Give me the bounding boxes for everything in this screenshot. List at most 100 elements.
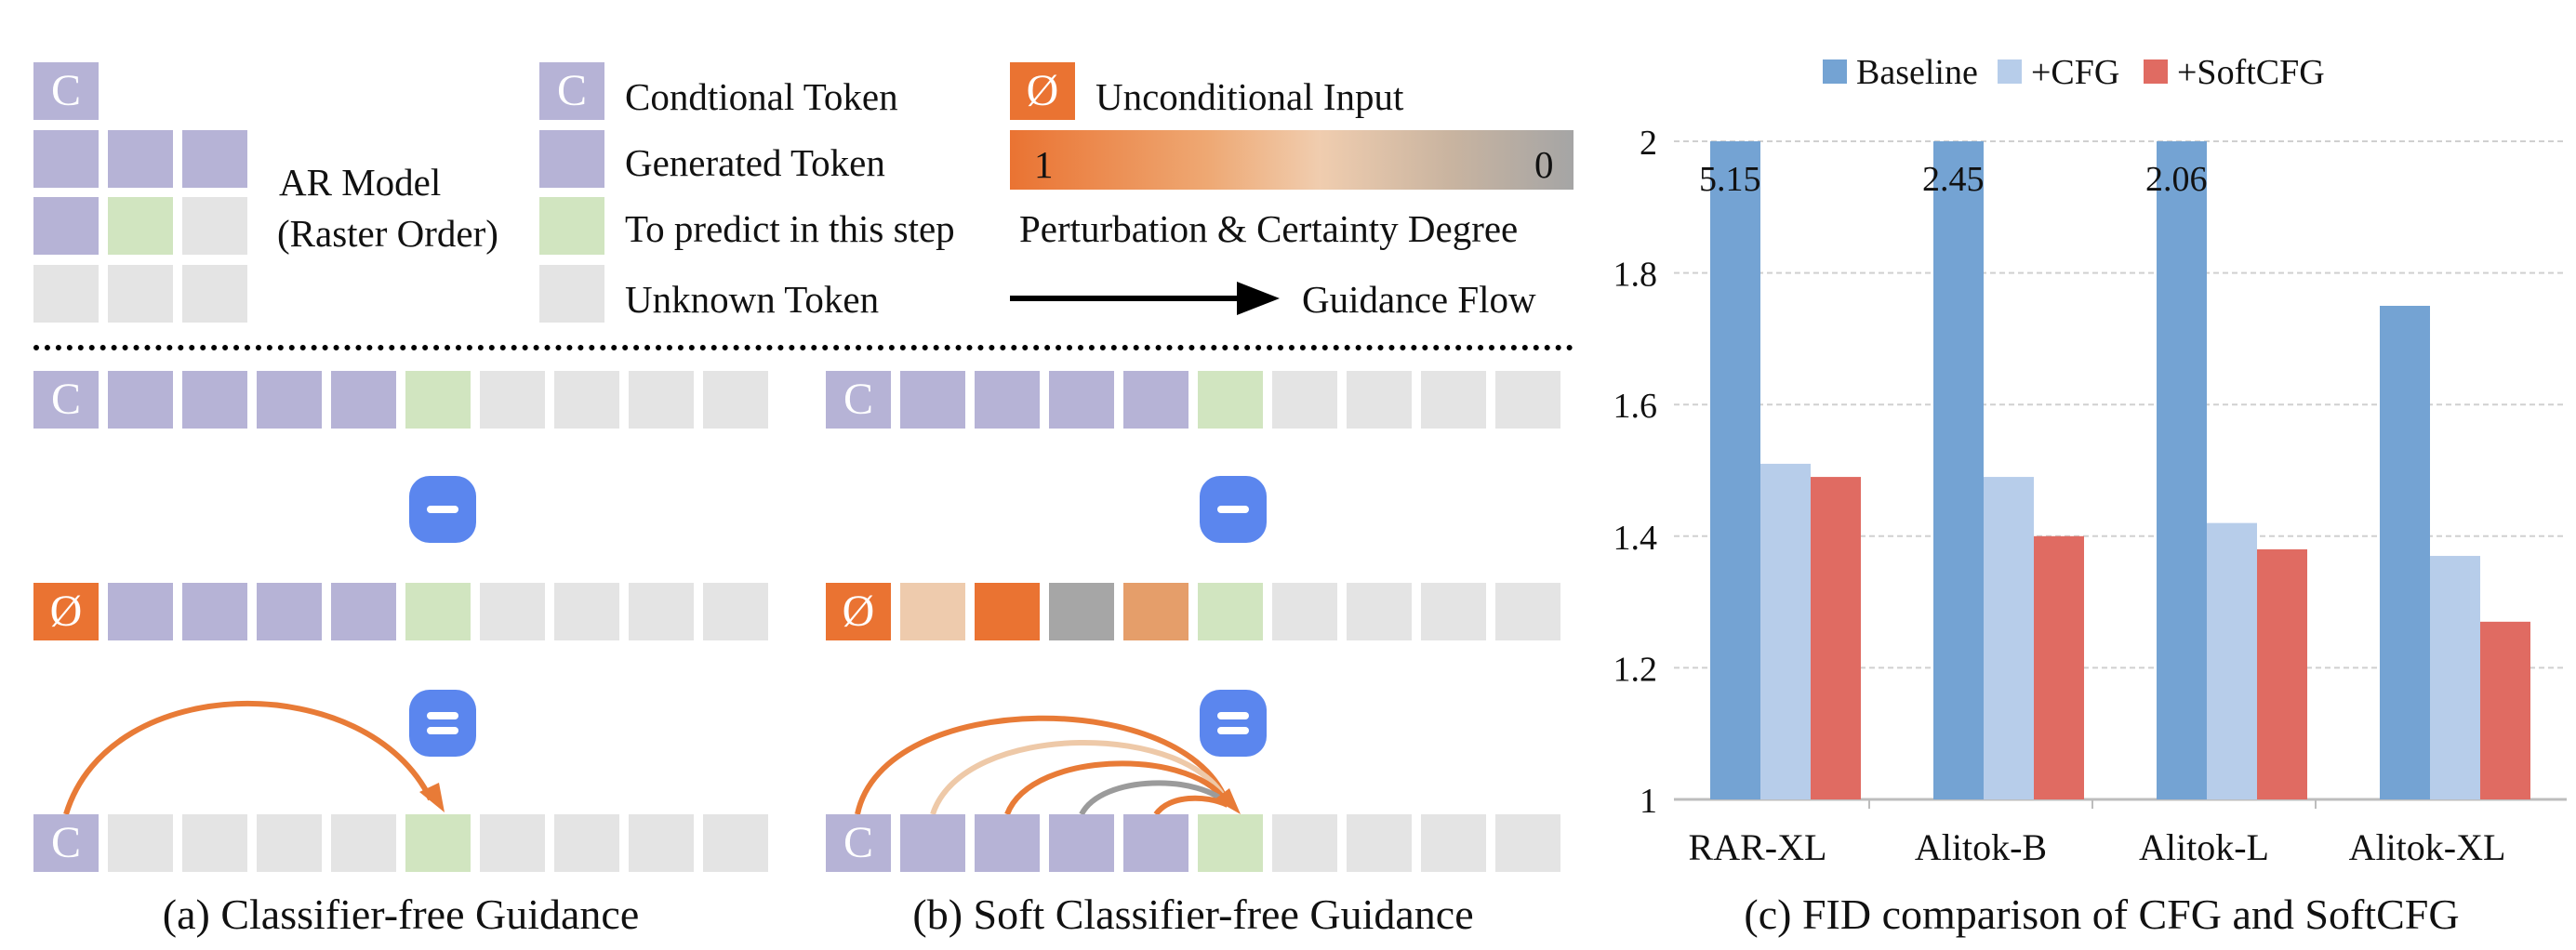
softcfg-result-row-token: [900, 814, 965, 872]
softcfg-result-row-token: [1421, 814, 1486, 872]
bar-softcfg: [2257, 548, 2307, 799]
legend-unknown-swatch: [539, 265, 604, 323]
guidance-flow-label: Guidance Flow: [1302, 278, 1536, 321]
legend-conditional-label: Condtional Token: [625, 75, 898, 118]
cfg-uncond-row-unconditional-token: Ø: [33, 583, 99, 640]
softcfg-uncond-row-predict-token: [1198, 583, 1263, 640]
section-divider: [33, 345, 1573, 350]
x-tick-label: Alitok-B: [1915, 826, 2047, 868]
softcfg-cond-row-token: [1347, 371, 1412, 429]
bar-cfg: [1760, 463, 1811, 799]
y-tick-label: 1.4: [1613, 519, 1658, 558]
fid-comparison-chart: 11.21.41.61.825.15RAR-XL2.45Alitok-B2.06…: [1613, 53, 2567, 868]
minus-operator-icon: [1200, 476, 1267, 543]
cfg-cond-row-token: [257, 371, 322, 429]
bar-baseline: [1933, 141, 1984, 799]
cfg-uncond-row-token: [703, 583, 768, 640]
cfg-cond-row-token: [331, 371, 396, 429]
x-tick-label: Alitok-L: [2139, 826, 2269, 868]
cfg-uncond-row-token: [480, 583, 545, 640]
bar-value-label: 2.06: [2145, 160, 2208, 199]
cfg-result-row-token: [257, 814, 322, 872]
softcfg-uncond-row-token: [1421, 583, 1486, 640]
softcfg-uncond-row-token: [1272, 583, 1337, 640]
cfg-uncond-row-predict-token: [405, 583, 471, 640]
softcfg-guidance-arrows-icon: [855, 715, 1241, 816]
softcfg-cond-row-token: [1495, 371, 1560, 429]
guidance-flow-arrow-icon: [1010, 282, 1280, 315]
legend-unknown-label: Unknown Token: [625, 278, 880, 321]
bar-baseline: [1710, 141, 1760, 799]
legend-predict-label: To predict in this step: [625, 207, 955, 250]
softcfg-uncond-row-perturbed-token: [900, 583, 965, 640]
cfg-result-row-token: [182, 814, 247, 872]
softcfg-result-row-predict-token: [1198, 814, 1263, 872]
gradient-max-label: 1: [1034, 143, 1054, 186]
legend-grid-conditional-token: C: [33, 62, 99, 120]
bar-baseline: [2380, 306, 2430, 799]
gradient-min-label: 0: [1534, 143, 1554, 186]
bar-baseline: [2157, 141, 2207, 799]
legend-grid-token: [108, 130, 173, 188]
cfg-cond-row-token: [554, 371, 619, 429]
softcfg-cond-row-token: [975, 371, 1040, 429]
softcfg-result-row-token: [975, 814, 1040, 872]
cfg-cond-row-token: [182, 371, 247, 429]
softcfg-cond-row-predict-token: [1198, 371, 1263, 429]
cfg-uncond-row-token: [629, 583, 694, 640]
cfg-result-row-conditional-token: C: [33, 814, 99, 872]
cfg-uncond-row-token: [182, 583, 247, 640]
softcfg-cond-row-token: [1272, 371, 1337, 429]
cfg-result-row-token: [703, 814, 768, 872]
legend-grid-token: [33, 197, 99, 255]
cfg-guidance-arrow-icon: [63, 700, 445, 815]
caption-c: (c) FID comparison of CFG and SoftCFG: [1744, 891, 2460, 938]
legend-grid-token: [182, 265, 247, 323]
legend-generated-swatch: [539, 130, 604, 188]
softcfg-cond-row-token: [1421, 371, 1486, 429]
softcfg-uncond-row-perturbed-token: [1049, 583, 1114, 640]
ar-model-label: AR Model: [279, 161, 442, 204]
legend-unconditional-label: Unconditional Input: [1095, 75, 1404, 118]
softcfg-uncond-row-perturbed-token: [975, 583, 1040, 640]
caption-b: (b) Soft Classifier-free Guidance: [912, 891, 1474, 938]
legend-grid-token: [108, 265, 173, 323]
bar-cfg: [2430, 556, 2480, 799]
softcfg-cond-row-token: [900, 371, 965, 429]
bar-cfg: [1984, 477, 2034, 799]
legend-swatch: [2144, 59, 2168, 84]
softcfg-result-row-token: [1123, 814, 1188, 872]
y-tick-label: 1.8: [1613, 256, 1658, 295]
y-tick-label: 1.6: [1613, 387, 1658, 426]
cfg-result-row-token: [480, 814, 545, 872]
cfg-uncond-row-token: [331, 583, 396, 640]
cfg-result-row-token: [331, 814, 396, 872]
legend-unconditional-swatch: Ø: [1010, 62, 1075, 120]
cfg-cond-row-predict-token: [405, 371, 471, 429]
legend-grid-token: [33, 130, 99, 188]
softcfg-result-row-token: [1049, 814, 1114, 872]
bar-cfg: [2207, 522, 2257, 799]
legend-label: +CFG: [2031, 53, 2119, 92]
legend-grid-token: [33, 265, 99, 323]
softcfg-result-row-token: [1495, 814, 1560, 872]
equals-operator-icon: [1200, 690, 1267, 757]
x-tick-label: RAR-XL: [1689, 826, 1827, 868]
legend-label: Baseline: [1856, 53, 1978, 92]
legend-predict-swatch: [539, 197, 604, 255]
cfg-result-row-token: [554, 814, 619, 872]
y-tick-label: 2: [1640, 124, 1657, 163]
cfg-cond-row-token: [480, 371, 545, 429]
cfg-uncond-row-token: [257, 583, 322, 640]
cfg-cond-row-conditional-token: C: [33, 371, 99, 429]
perturbation-gradient-bar: [1010, 130, 1573, 190]
bar-value-label: 2.45: [1922, 160, 1985, 199]
legend-label: +SoftCFG: [2177, 53, 2325, 92]
softcfg-cond-row-token: [1049, 371, 1114, 429]
equals-operator-icon: [409, 690, 476, 757]
perturbation-label: Perturbation & Certainty Degree: [1019, 207, 1519, 250]
bar-softcfg: [2480, 621, 2530, 799]
softcfg-uncond-row-unconditional-token: Ø: [826, 583, 891, 640]
softcfg-uncond-row-perturbed-token: [1123, 583, 1188, 640]
legend-swatch: [1998, 59, 2022, 84]
